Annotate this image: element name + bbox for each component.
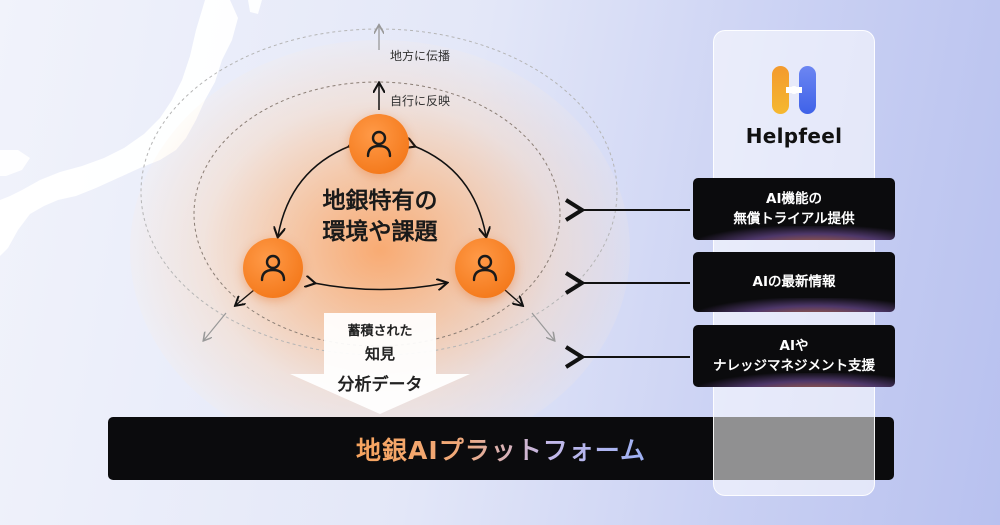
- outer-dashed-ellipse: [140, 28, 618, 356]
- out-arrow-right-inner: [504, 289, 522, 305]
- helpfeel-logo: [772, 66, 816, 114]
- service-support-line-2: ナレッジマネジメント支援: [713, 358, 875, 374]
- arrow-bottom: [314, 283, 446, 290]
- center-line-1: 地銀特有の: [322, 188, 438, 214]
- out-arrow-left-inner: [236, 289, 255, 305]
- arrow-top-right: [414, 146, 486, 236]
- brand-name: Helpfeel: [745, 124, 843, 148]
- funnel-shape: [290, 313, 470, 414]
- platform-title: 地銀AIプラットフォーム: [356, 431, 646, 467]
- service-news-line-1: AIの最新情報: [752, 274, 836, 290]
- arrow-top-left: [278, 146, 350, 236]
- person-icon: [366, 130, 392, 158]
- funnel-line-1: 蓄積された: [347, 324, 413, 339]
- center-title: 地銀特有の 環境や課題: [300, 186, 460, 248]
- service-trial-line-1: AI機能の: [766, 191, 822, 207]
- service-trial-line-2: 無償トライアル提供: [733, 211, 855, 227]
- out-arrow-left-outer: [204, 312, 227, 340]
- person-right: [455, 238, 515, 298]
- reflect-label: 自行に反映: [390, 94, 451, 108]
- funnel-line-3: 分析データ: [337, 375, 423, 395]
- out-arrow-right-outer: [531, 312, 554, 340]
- person-icon: [472, 254, 498, 282]
- service-news: AIの最新情報: [693, 252, 895, 312]
- japan-map-silhouette: [0, 0, 262, 256]
- person-icon: [260, 254, 286, 282]
- service-support: AIや ナレッジマネジメント支援: [693, 325, 895, 387]
- service-trial: AI機能の 無償トライアル提供: [693, 178, 895, 240]
- person-top: [349, 114, 409, 174]
- funnel-line-2: 知見: [364, 345, 395, 363]
- service-support-line-1: AIや: [779, 338, 809, 354]
- person-left: [243, 238, 303, 298]
- propagate-label: 地方に伝播: [390, 49, 451, 63]
- center-line-2: 環境や課題: [322, 219, 438, 245]
